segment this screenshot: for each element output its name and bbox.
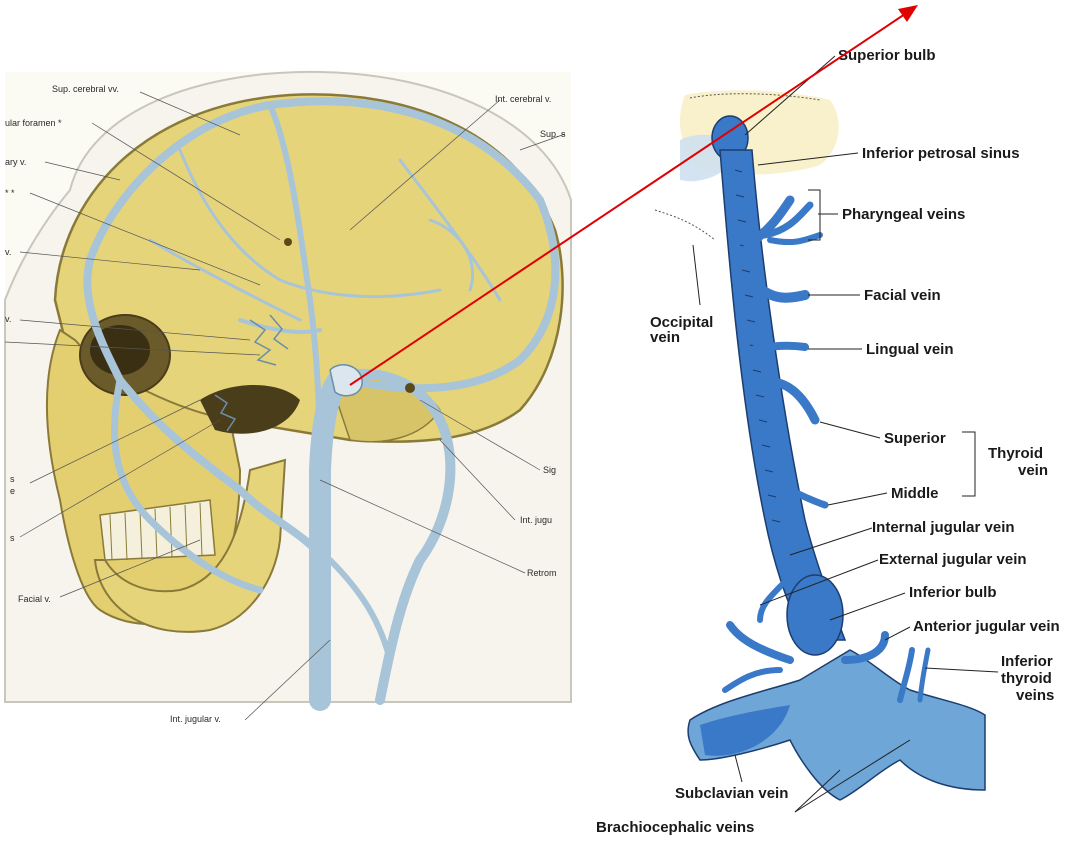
label-int-cerebral: Int. cerebral v. xyxy=(495,94,551,104)
label-star: * * xyxy=(5,188,15,198)
label-sup-s: Sup. s xyxy=(540,129,566,139)
label-external-jugular-vein: External jugular vein xyxy=(879,551,1027,568)
label-v1: v. xyxy=(5,247,11,257)
label-int-jugular-v: Int. jugular v. xyxy=(170,714,221,724)
label-inferior: Inferior xyxy=(1001,653,1053,670)
label-anterior-jugular-vein: Anterior jugular vein xyxy=(913,618,1060,635)
label-middle-thyroid: Middle xyxy=(891,485,939,502)
label-thyroid-vein: vein xyxy=(1018,462,1048,479)
label-v2: v. xyxy=(5,314,11,324)
label-occipital-vein: vein xyxy=(650,329,680,346)
label-pharyngeal-veins: Pharyngeal veins xyxy=(842,206,965,223)
label-s1: s xyxy=(10,474,15,484)
label-e1: e xyxy=(10,486,15,496)
label-inferior-bulb: Inferior bulb xyxy=(909,584,997,601)
label-ary-v: ary v. xyxy=(5,157,26,167)
skull-illustration xyxy=(5,72,571,720)
jugular-illustration xyxy=(655,56,998,812)
label-sig: Sig xyxy=(543,465,556,475)
label-brachiocephalic-veins: Brachiocephalic veins xyxy=(596,819,754,836)
label-subclavian-vein: Subclavian vein xyxy=(675,785,788,802)
label-jugular-foramen: ular foramen * xyxy=(5,118,62,128)
label-lingual-vein: Lingual vein xyxy=(866,341,954,358)
label-sup-cerebral: Sup. cerebral vv. xyxy=(52,84,119,94)
label-thyroid-inf: thyroid xyxy=(1001,670,1052,687)
label-internal-jugular-vein: Internal jugular vein xyxy=(872,519,1015,536)
label-int-jug: Int. jugu xyxy=(520,515,552,525)
label-thyroid: Thyroid xyxy=(988,445,1043,462)
label-facial-vein: Facial vein xyxy=(864,287,941,304)
label-superior-thyroid: Superior xyxy=(884,430,946,447)
label-inferior-petrosal-sinus: Inferior petrosal sinus xyxy=(862,145,1020,162)
arrowhead-icon xyxy=(898,5,918,22)
label-s2: s xyxy=(10,533,15,543)
label-retrom: Retrom xyxy=(527,568,557,578)
label-veins: veins xyxy=(1016,687,1054,704)
label-facial-v: Facial v. xyxy=(18,594,51,604)
